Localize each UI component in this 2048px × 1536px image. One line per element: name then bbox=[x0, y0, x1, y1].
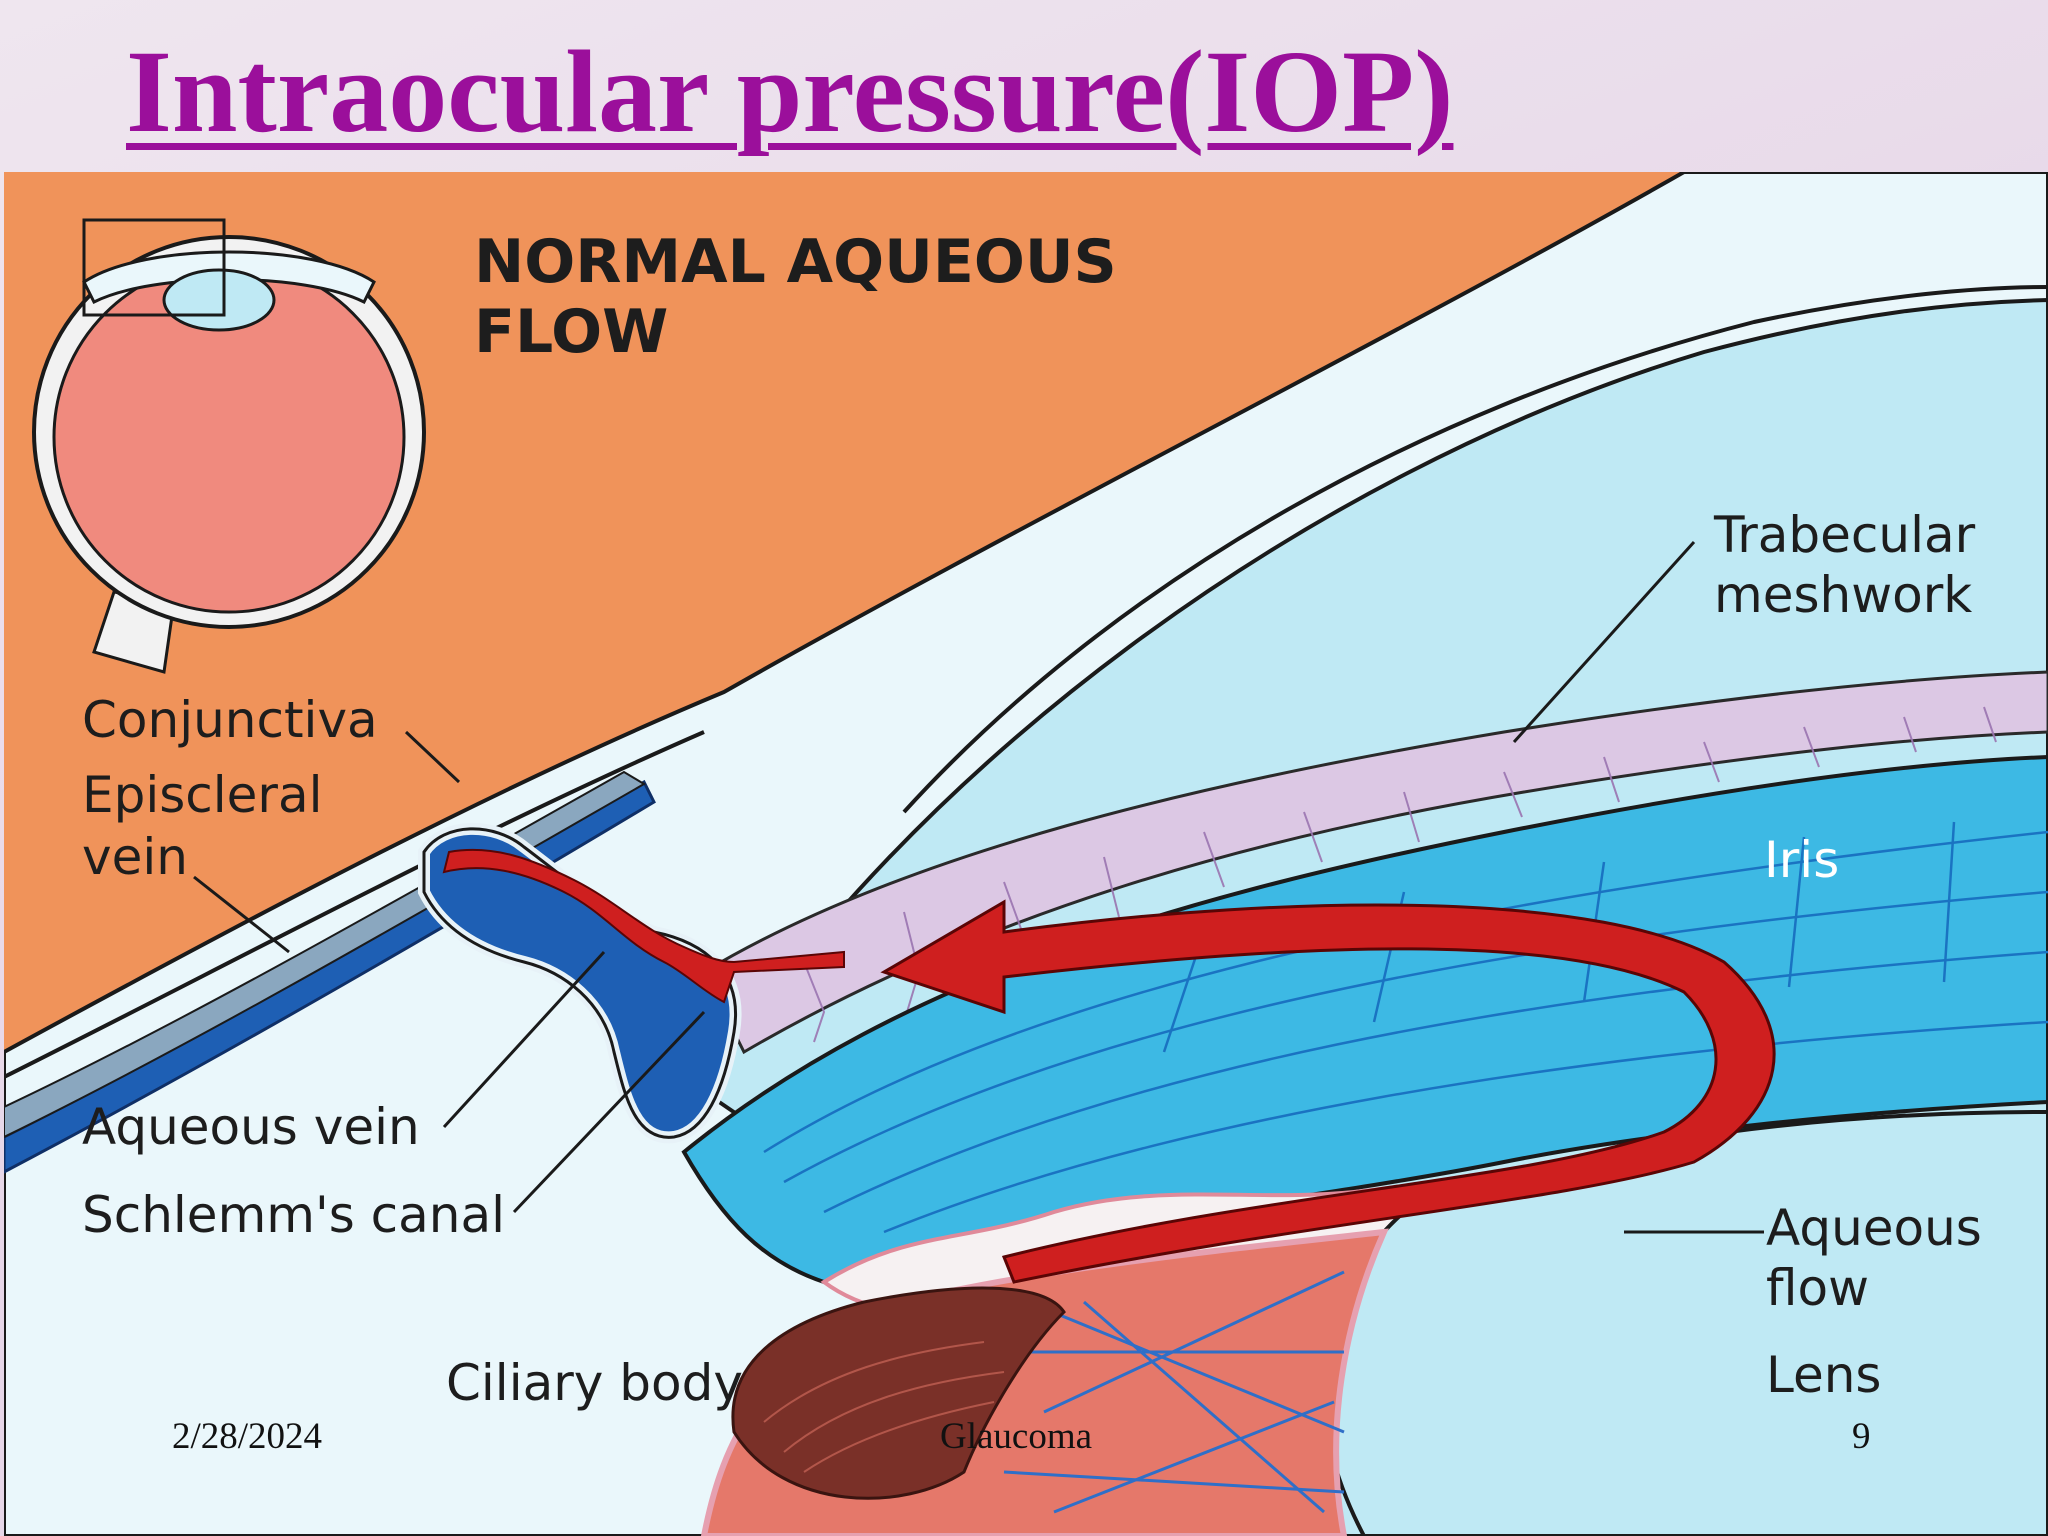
label-aqueous-flow-line1: Aqueous bbox=[1766, 1199, 1982, 1257]
label-aqueous-flow-line2: flow bbox=[1766, 1259, 1869, 1317]
conjunctiva-layer bbox=[4, 730, 705, 1079]
trabecular-fibers bbox=[803, 706, 1997, 1043]
label-aqueous-vein: Aqueous vein bbox=[82, 1098, 420, 1156]
diagram-heading-line2: FLOW bbox=[474, 297, 668, 367]
label-lens: Lens bbox=[1766, 1346, 1881, 1404]
cornea-inner bbox=[902, 285, 2048, 814]
label-episcleral-line2: vein bbox=[82, 828, 188, 886]
aqueous-flow-arrow bbox=[880, 899, 1776, 1284]
label-trabecular-line2: meshwork bbox=[1714, 566, 1972, 624]
schlemms-canal-outline bbox=[422, 827, 737, 1139]
trabecular-meshwork bbox=[702, 670, 2048, 1055]
label-episcleral-line1: Episcleral bbox=[82, 766, 323, 824]
slide-title: Intraocular pressure(IOP) bbox=[126, 26, 1454, 157]
footer-center: Glaucoma bbox=[940, 1416, 1093, 1457]
aqueous-flow-channel-arrow bbox=[442, 848, 845, 1004]
label-trabecular-line1: Trabecular bbox=[1713, 506, 1976, 564]
aqueous-flow-diagram: NORMAL AQUEOUS FLOW Trabecular meshwork … bbox=[4, 172, 2048, 1536]
diagram-heading-line1: NORMAL AQUEOUS bbox=[474, 227, 1117, 297]
footer-date: 2/28/2024 bbox=[172, 1416, 323, 1457]
label-schlemms-canal: Schlemm's canal bbox=[82, 1186, 505, 1244]
footer-page-number: 9 bbox=[1852, 1416, 1871, 1457]
label-iris: Iris bbox=[1764, 831, 1839, 889]
iris-stroma-lines bbox=[763, 821, 2048, 1234]
eyeball-inset bbox=[32, 218, 426, 674]
leader-lines bbox=[193, 540, 1764, 1234]
label-conjunctiva: Conjunctiva bbox=[82, 691, 378, 749]
ciliary-process-folds bbox=[763, 1341, 1005, 1473]
label-ciliary-body: Ciliary body bbox=[446, 1354, 743, 1412]
